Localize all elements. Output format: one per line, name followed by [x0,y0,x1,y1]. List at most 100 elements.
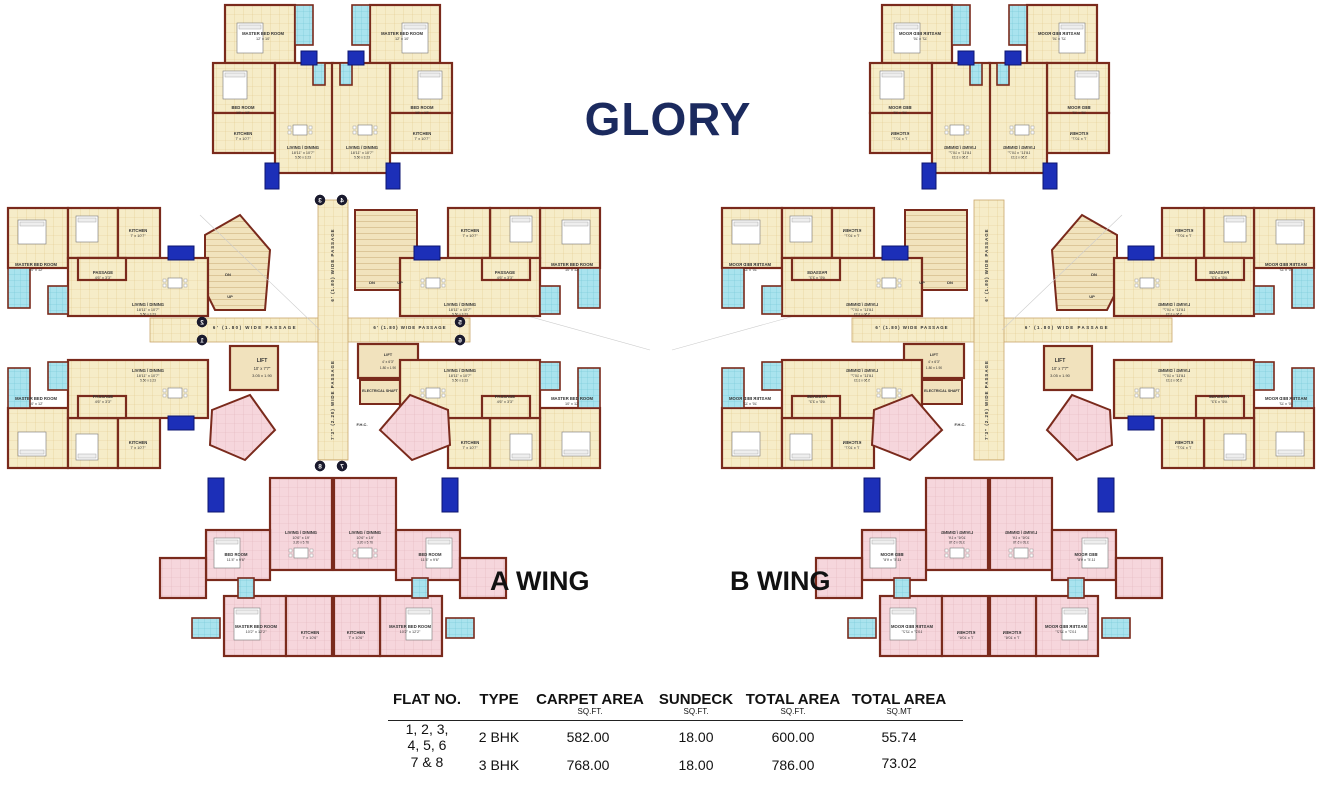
pillow-furniture [1277,221,1303,227]
room-dimension: 10' x 12' [565,402,579,406]
room-name: MASTER BED ROOM [242,31,284,36]
flat-3bhk [988,476,1164,658]
stair-down-label: DN [369,280,375,285]
chair [1029,548,1034,553]
toilet-bath [893,577,911,599]
flat-number-badge [314,460,326,472]
wide-passage-vertical [973,199,1005,461]
chair [183,283,188,288]
chair [420,283,425,288]
flat-2bhk-side [6,206,210,318]
passage [76,394,128,420]
total-area-sqmt: 55.74 [881,729,917,745]
room-name: BED ROOM [1067,105,1091,110]
room-dimension-metric: 5.50 x 3.23 [1166,379,1182,383]
lift-dimension: 10' x 7'7" [1052,366,1069,371]
room-name: LIVING / DINING [132,302,164,307]
room-dimension-metric: 3.20 x 5.76 [949,541,965,545]
chair [420,388,425,393]
room-name: KITCHEN [413,131,432,136]
pillow-furniture [1277,449,1303,455]
room-dimension: 18'11" x 10'7" [1162,308,1185,312]
toilet-bath [539,361,561,391]
flat-2bhk-side [1112,206,1316,318]
room-name: MASTER BED ROOM [381,31,423,36]
pillow-furniture [511,453,531,459]
chair [309,553,314,558]
chair [287,125,292,130]
bed-room-small [1114,556,1164,600]
room-dimension: 11'4" x 9'6" [421,558,440,562]
room-dimension: 10' x 12' [236,111,250,115]
dining-table [293,547,309,559]
chair [1030,125,1035,130]
chair [373,548,378,553]
chair [897,278,902,283]
pillow-furniture [77,217,97,223]
dining-table [167,277,183,289]
room-dimension: 7' x 10'6" [348,636,364,640]
pillow-furniture [235,609,259,615]
room-name: LIVING / DINING [444,302,476,307]
room-name: LIVING / DINING [846,302,878,307]
room-dimension-metric: 5.50 x 3.23 [140,313,156,317]
dining-table [357,547,373,559]
flat-3bhk [158,476,334,658]
electrical-shaft [359,379,401,405]
room-name: MASTER BED ROOM [15,262,57,267]
chair [1134,393,1139,398]
room-name: KITCHEN [347,630,366,635]
chair [162,278,167,283]
flat-number-badge [454,334,466,346]
chair [420,393,425,398]
room-name: LIVING / DINING [349,530,381,535]
flat-2bhk [868,3,992,190]
room-name: PASSAGE [1209,394,1229,399]
void-line [199,214,321,331]
chair [1009,130,1014,135]
void-line [1001,214,1123,331]
sundeck [881,245,909,261]
pillow-furniture [19,449,45,455]
passage-label: 6' (1.80) WIDE PASSAGE [875,325,948,330]
lift-dimension: 10' x 7'7" [254,366,271,371]
toilet-bath [969,62,983,86]
pillow-furniture [77,453,97,459]
lift-dimension-metric: 3.05 x 1.90 [1050,373,1071,378]
dining-table [425,277,441,289]
flat-number-badge [314,194,326,206]
flat-number: 8 [318,463,322,470]
room-dimension: 7' x 10'7" [235,137,251,141]
chair [183,393,188,398]
bed-furniture [789,215,813,243]
dining-table [1139,277,1155,289]
room-name: LIVING / DINING [944,145,976,150]
toilet-bath [237,577,255,599]
bed-furniture [509,433,533,461]
chair [1008,548,1013,553]
room-name: MASTER BED ROOM [1038,31,1080,36]
room-name: KITCHEN [1175,440,1194,445]
room-name: KITCHEN [957,630,976,635]
bed-furniture [789,433,813,461]
chair [944,548,949,553]
flat-2bhk-side [398,358,602,470]
toilet-bath [996,62,1010,86]
flat-number-badge [454,316,466,328]
carpet-area: 768.00 [566,757,610,773]
room-name: MASTER BED ROOM [235,624,277,629]
room-dimension: 10' x 12' [29,268,43,272]
room-name: BED ROOM [410,105,434,110]
room-name: PASSAGE [93,270,113,275]
room-dimension-metric: 5.50 x 3.23 [354,156,370,160]
passage-label: 6' (1.80) WIDE PASSAGE [373,325,446,330]
wide-passage-vertical [317,199,349,461]
toilet-bath [847,617,877,639]
room-dimension: 18'11" x 10'7" [948,151,971,155]
room-dimension: 10' x 12' [1279,402,1293,406]
lift-label: LIFT [1055,358,1066,364]
